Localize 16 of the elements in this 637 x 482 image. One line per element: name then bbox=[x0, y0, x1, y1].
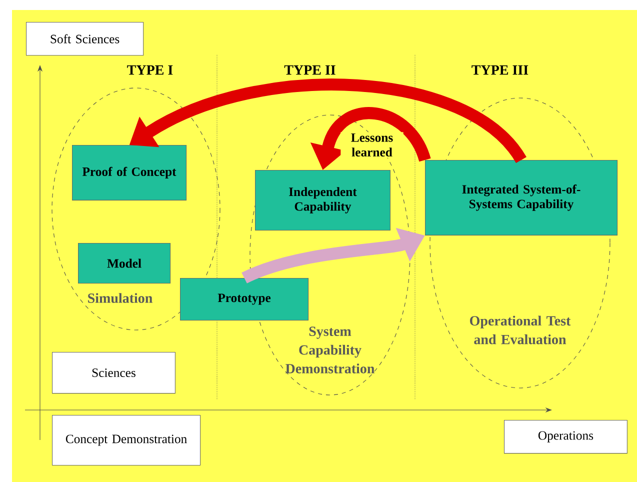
type-heading: TYPE I bbox=[127, 65, 173, 75]
stage-box: Integrated System-of-Systems Capability bbox=[425, 160, 618, 236]
stage-box: Proof of Concept bbox=[72, 145, 187, 200]
stage-box: Model bbox=[78, 243, 171, 284]
stage-label: System Capability Demonstration bbox=[286, 326, 374, 374]
axis-label-box: Operations bbox=[504, 420, 628, 454]
stage-box: Prototype bbox=[180, 278, 309, 321]
stage-label: Operational Test and Evaluation bbox=[470, 316, 571, 344]
stage-label: Simulation bbox=[88, 293, 152, 303]
type-heading: TYPE II bbox=[284, 65, 336, 75]
axis-label-box: Concept Demonstration bbox=[52, 415, 201, 466]
axis-label-box: Soft Sciences bbox=[26, 22, 144, 56]
edge-label: Lessons learned bbox=[351, 133, 393, 157]
axis-label-box: Sciences bbox=[52, 352, 176, 394]
type-heading: TYPE III bbox=[472, 65, 528, 75]
stage-box: Independent Capability bbox=[255, 170, 390, 231]
